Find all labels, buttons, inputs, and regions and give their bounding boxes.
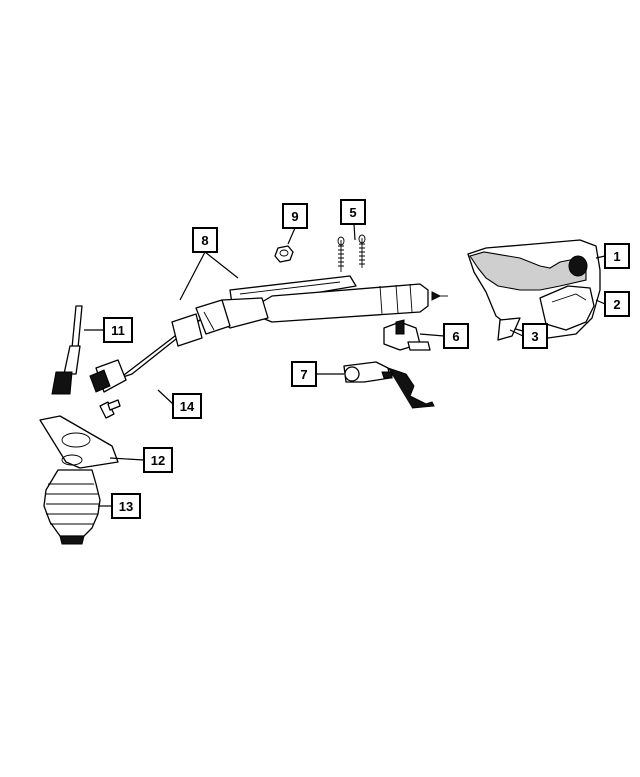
part-11-shaft: [51, 305, 83, 395]
callout-11: 11: [103, 317, 133, 343]
part-9-nut: [274, 245, 294, 263]
part-6-bracket: [383, 319, 431, 351]
callout-9-label: 9: [291, 209, 298, 224]
callout-3: 3: [522, 323, 548, 349]
callout-13-label: 13: [119, 499, 133, 514]
part-14-bolt: [99, 399, 121, 419]
callout-12: 12: [143, 447, 173, 473]
callout-8: 8: [192, 227, 218, 253]
callout-12-label: 12: [151, 453, 165, 468]
callout-3-label: 3: [531, 329, 538, 344]
callout-1: 1: [604, 243, 630, 269]
callout-6: 6: [443, 323, 469, 349]
part-1-2-3-column-covers: [467, 239, 601, 341]
callout-7: 7: [291, 361, 317, 387]
callout-9: 9: [282, 203, 308, 229]
part-5-springs: [337, 234, 366, 272]
callout-1-label: 1: [613, 249, 620, 264]
part-7-lever: [343, 361, 435, 409]
part-8-steering-column: [89, 275, 448, 393]
callout-6-label: 6: [452, 329, 459, 344]
callout-14-label: 14: [180, 399, 195, 414]
callout-2: 2: [604, 291, 630, 317]
callout-5: 5: [340, 199, 366, 225]
part-12-seal-plate: [39, 415, 119, 469]
callout-7-label: 7: [300, 367, 307, 382]
callout-11-label: 11: [111, 323, 125, 338]
leader-lines: [84, 223, 606, 507]
part-13-boot: [43, 469, 101, 545]
callout-2-label: 2: [613, 297, 620, 312]
callout-8-label: 8: [201, 233, 208, 248]
callout-14: 14: [172, 393, 202, 419]
callout-13: 13: [111, 493, 141, 519]
callout-5-label: 5: [349, 205, 356, 220]
